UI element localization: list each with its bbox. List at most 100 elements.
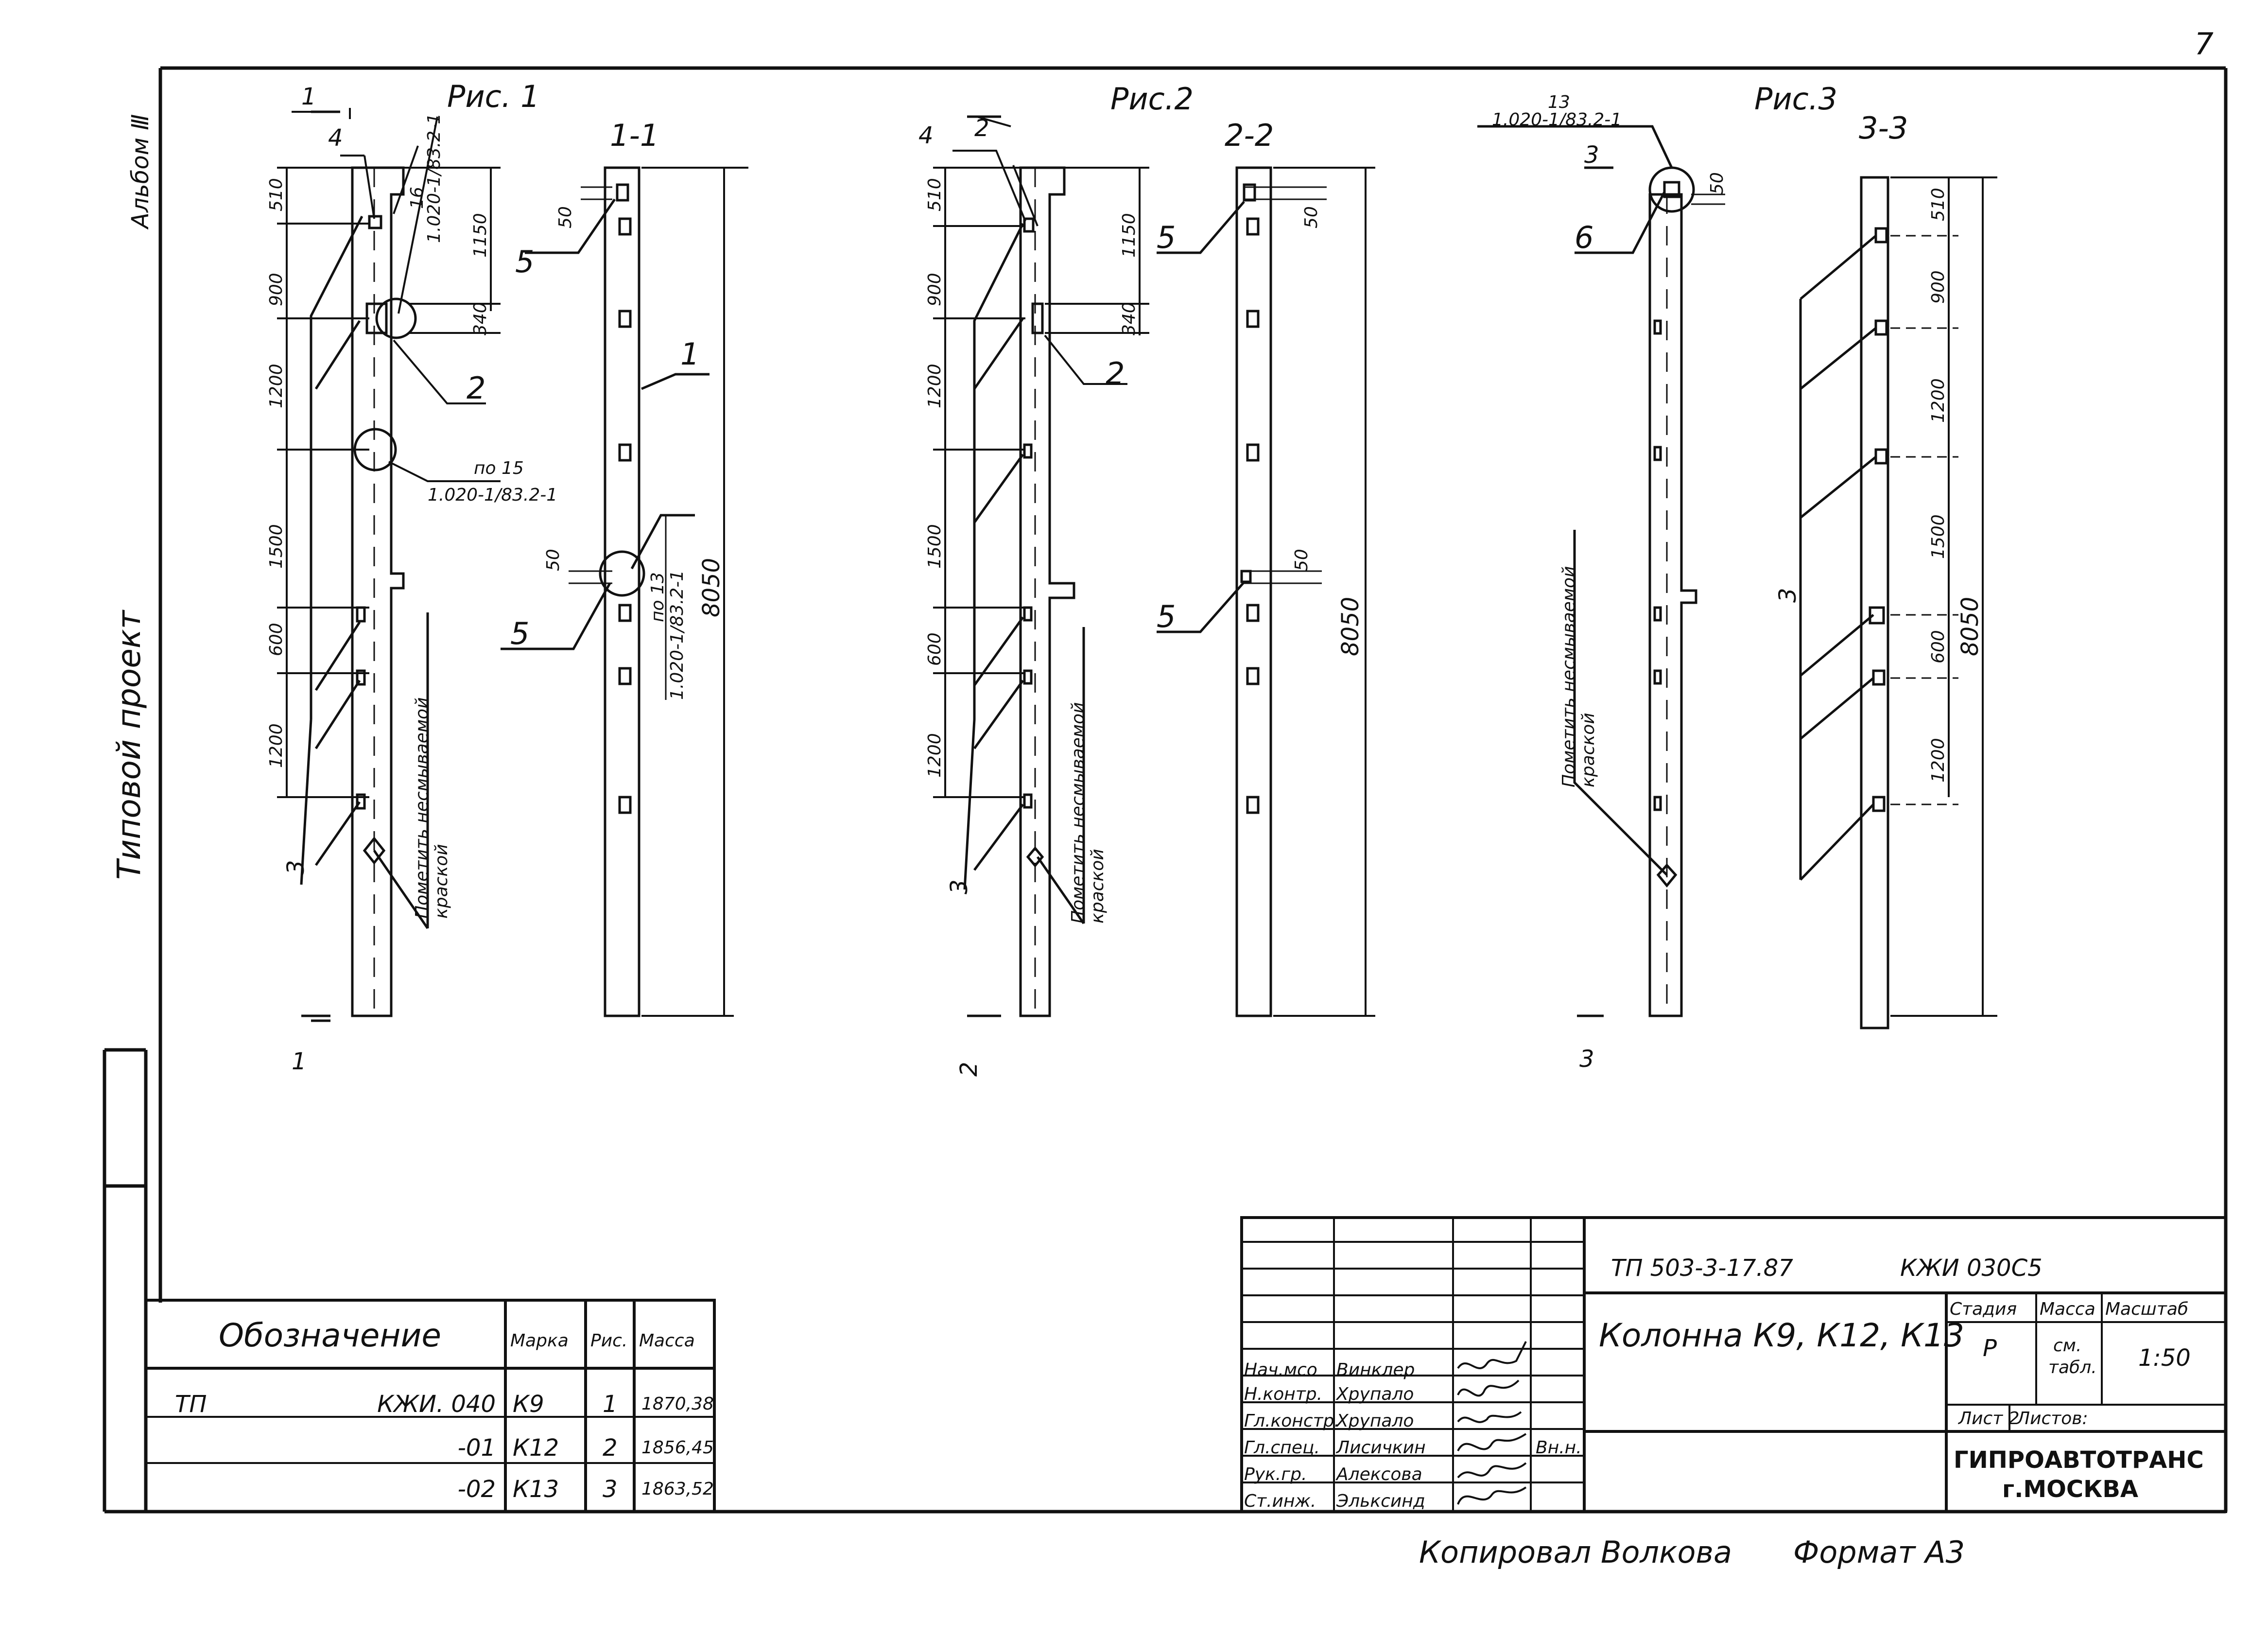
fig3-note-1: Пометить несмываемой xyxy=(1559,566,1579,787)
mass-value-1: см. xyxy=(2053,1336,2081,1356)
fig2-note-2: краской xyxy=(1088,849,1108,924)
fig3-ref: 1.020-1/83.2-1 xyxy=(1492,110,1622,130)
staff-name-3: Лисичкин xyxy=(1335,1438,1426,1458)
fig2-dim-3: 1500 xyxy=(925,524,945,569)
stage-value: Р xyxy=(1983,1335,1997,1362)
album-label: Альбом Ⅲ xyxy=(127,114,154,230)
spec-row-1-mass: 1856,45 xyxy=(641,1438,714,1458)
fig3-dim-3: 1500 xyxy=(1928,514,1948,559)
spec-row-2-code: -02 xyxy=(458,1476,496,1503)
fig1-total: 8050 xyxy=(698,558,725,617)
staff-role-2: Гл.констр. xyxy=(1244,1411,1340,1431)
spec-row-0-mark: К9 xyxy=(513,1391,544,1418)
staff-date-note: Вн.н. xyxy=(1536,1438,1582,1458)
fig2-dim-right-0: 1150 xyxy=(1119,213,1139,258)
fig3-cut-bottom: 3 xyxy=(1579,1046,1594,1073)
fig1-pos-5: 1 xyxy=(680,336,699,372)
fig2-total: 8050 xyxy=(1337,597,1364,656)
fig1-pos-0: 4 xyxy=(328,124,343,152)
fig1-dim-5: 1200 xyxy=(266,723,286,768)
fig2-dim-4: 600 xyxy=(925,632,945,666)
fig3-section xyxy=(1799,176,1997,1029)
fig2-dim-2: 1200 xyxy=(925,364,945,408)
drawing-title: Колонна К9, К12, К13 xyxy=(1599,1317,1964,1354)
fig2-section-title: 2-2 xyxy=(1225,118,1274,153)
project-label: Типовой проект xyxy=(110,609,148,880)
sheet-number: 7 xyxy=(2195,26,2214,62)
fig2-pos-0: 4 xyxy=(918,122,934,149)
fig1-pos-2: 2 xyxy=(467,370,485,406)
title-doc-code-2: КЖИ 030С5 xyxy=(1900,1255,2043,1282)
spec-row-2-mass: 1863,52 xyxy=(641,1479,714,1499)
fig3-pos-1: 6 xyxy=(1575,220,1593,255)
fig1-dim-1: 900 xyxy=(266,273,286,306)
stage-label: Стадия xyxy=(1950,1299,2017,1319)
fig2-pos-3: 3 xyxy=(946,879,973,894)
spec-row-1-code: -01 xyxy=(458,1434,496,1462)
org-city: г.МОСКВА xyxy=(2002,1476,2138,1503)
fig1-cut-bottom: 1 xyxy=(292,1048,307,1075)
fig3-cut-top: 3 xyxy=(1584,141,1599,169)
mass-label: Масса xyxy=(2040,1299,2095,1319)
fig1-ref-c-top: по 13 xyxy=(648,572,668,622)
title-doc-code: ТП 503-3-17.87 xyxy=(1611,1255,1793,1282)
fig3-dim-1: 900 xyxy=(1928,270,1948,304)
spec-row-0-mass: 1870,38 xyxy=(641,1394,714,1414)
staff-name-4: Алексова xyxy=(1335,1464,1422,1484)
fig2-pos-5: 5 xyxy=(1157,599,1176,634)
staff-name-1: Хрупало xyxy=(1335,1384,1414,1404)
sheet-label: Лист 2 xyxy=(1957,1409,2020,1429)
fig1-ref-c: 1.020-1/83.2-1 xyxy=(667,570,687,700)
fig1-dim-0: 510 xyxy=(266,178,286,211)
mass-value-2: табл. xyxy=(2048,1358,2097,1377)
fig3-total: 8050 xyxy=(1956,597,1984,656)
fig1-ref-b: 1.020-1/83.2-1 xyxy=(428,485,557,505)
fig2-small50b: 50 xyxy=(1292,549,1312,571)
fig1-ref-a: 1.020-1/83.2-1 xyxy=(424,113,444,243)
fig2-cut-top: 2 xyxy=(974,115,989,142)
fig1-dim-right-1: 340 xyxy=(470,302,490,335)
spec-header-mark: Марка xyxy=(510,1331,569,1351)
fig3-dim-4: 600 xyxy=(1928,630,1948,663)
fig3-dim-0: 510 xyxy=(1928,188,1948,221)
spec-row-0-code: КЖИ. 040 xyxy=(377,1391,496,1418)
spec-row-2-mark: К13 xyxy=(513,1476,559,1503)
fig3-dim-2: 1200 xyxy=(1928,378,1948,423)
scale-label: Масштаб xyxy=(2105,1299,2188,1319)
spec-row-0-prefix: ТП xyxy=(175,1391,207,1418)
fig3-section-title: 3-3 xyxy=(1859,110,1908,146)
fig2-section xyxy=(1157,166,1375,1017)
fig1-pos-3: 3 xyxy=(282,860,310,875)
fig2-elevation xyxy=(963,115,1085,1017)
fig2-dim-right-1: 340 xyxy=(1119,302,1139,335)
fig1-pos-6: 5 xyxy=(510,616,529,651)
fig3-elevation xyxy=(1477,125,1725,1017)
fig1-small50a: 50 xyxy=(555,206,575,228)
fig2-pos-4: 5 xyxy=(1157,220,1176,255)
fig1-title: Рис. 1 xyxy=(447,79,540,114)
fig1-dim-3: 1500 xyxy=(266,524,286,569)
staff-name-5: Эльксинд xyxy=(1336,1491,1425,1511)
fig1-dimension-lines xyxy=(277,108,501,798)
fig1-note-1: Пометить несмываемой xyxy=(412,697,432,919)
fig1-dim-right-0: 1150 xyxy=(470,213,490,258)
title-block xyxy=(1240,1216,2227,1513)
spec-row-1-mark: К12 xyxy=(513,1434,559,1462)
spec-header-mass: Масса xyxy=(639,1331,695,1351)
staff-role-4: Рук.гр. xyxy=(1244,1464,1307,1484)
fig2-cut-bottom: 2 xyxy=(955,1062,983,1077)
staff-rows: Нач.мсо Винклер Н.контр. Хрупало Гл.конс… xyxy=(1244,1360,1582,1511)
fig1-dim-2: 1200 xyxy=(266,364,286,408)
fig1-section-title: 1-1 xyxy=(610,118,659,153)
fig2-dim-5: 1200 xyxy=(925,733,945,778)
fig3-pos-2: 3 xyxy=(1774,588,1801,603)
fig1-small50b: 50 xyxy=(543,549,563,571)
fig1-dim-4: 600 xyxy=(266,623,286,656)
fig2-pos-2: 2 xyxy=(1106,356,1125,391)
fig1-note-2: краской xyxy=(432,844,451,919)
fig2-note-1: Пометить несмываемой xyxy=(1068,702,1088,924)
spec-header-designation: Обозначение xyxy=(219,1317,441,1354)
staff-role-5: Ст.инж. xyxy=(1244,1491,1316,1511)
fig2-dimension-lines xyxy=(933,116,1149,798)
